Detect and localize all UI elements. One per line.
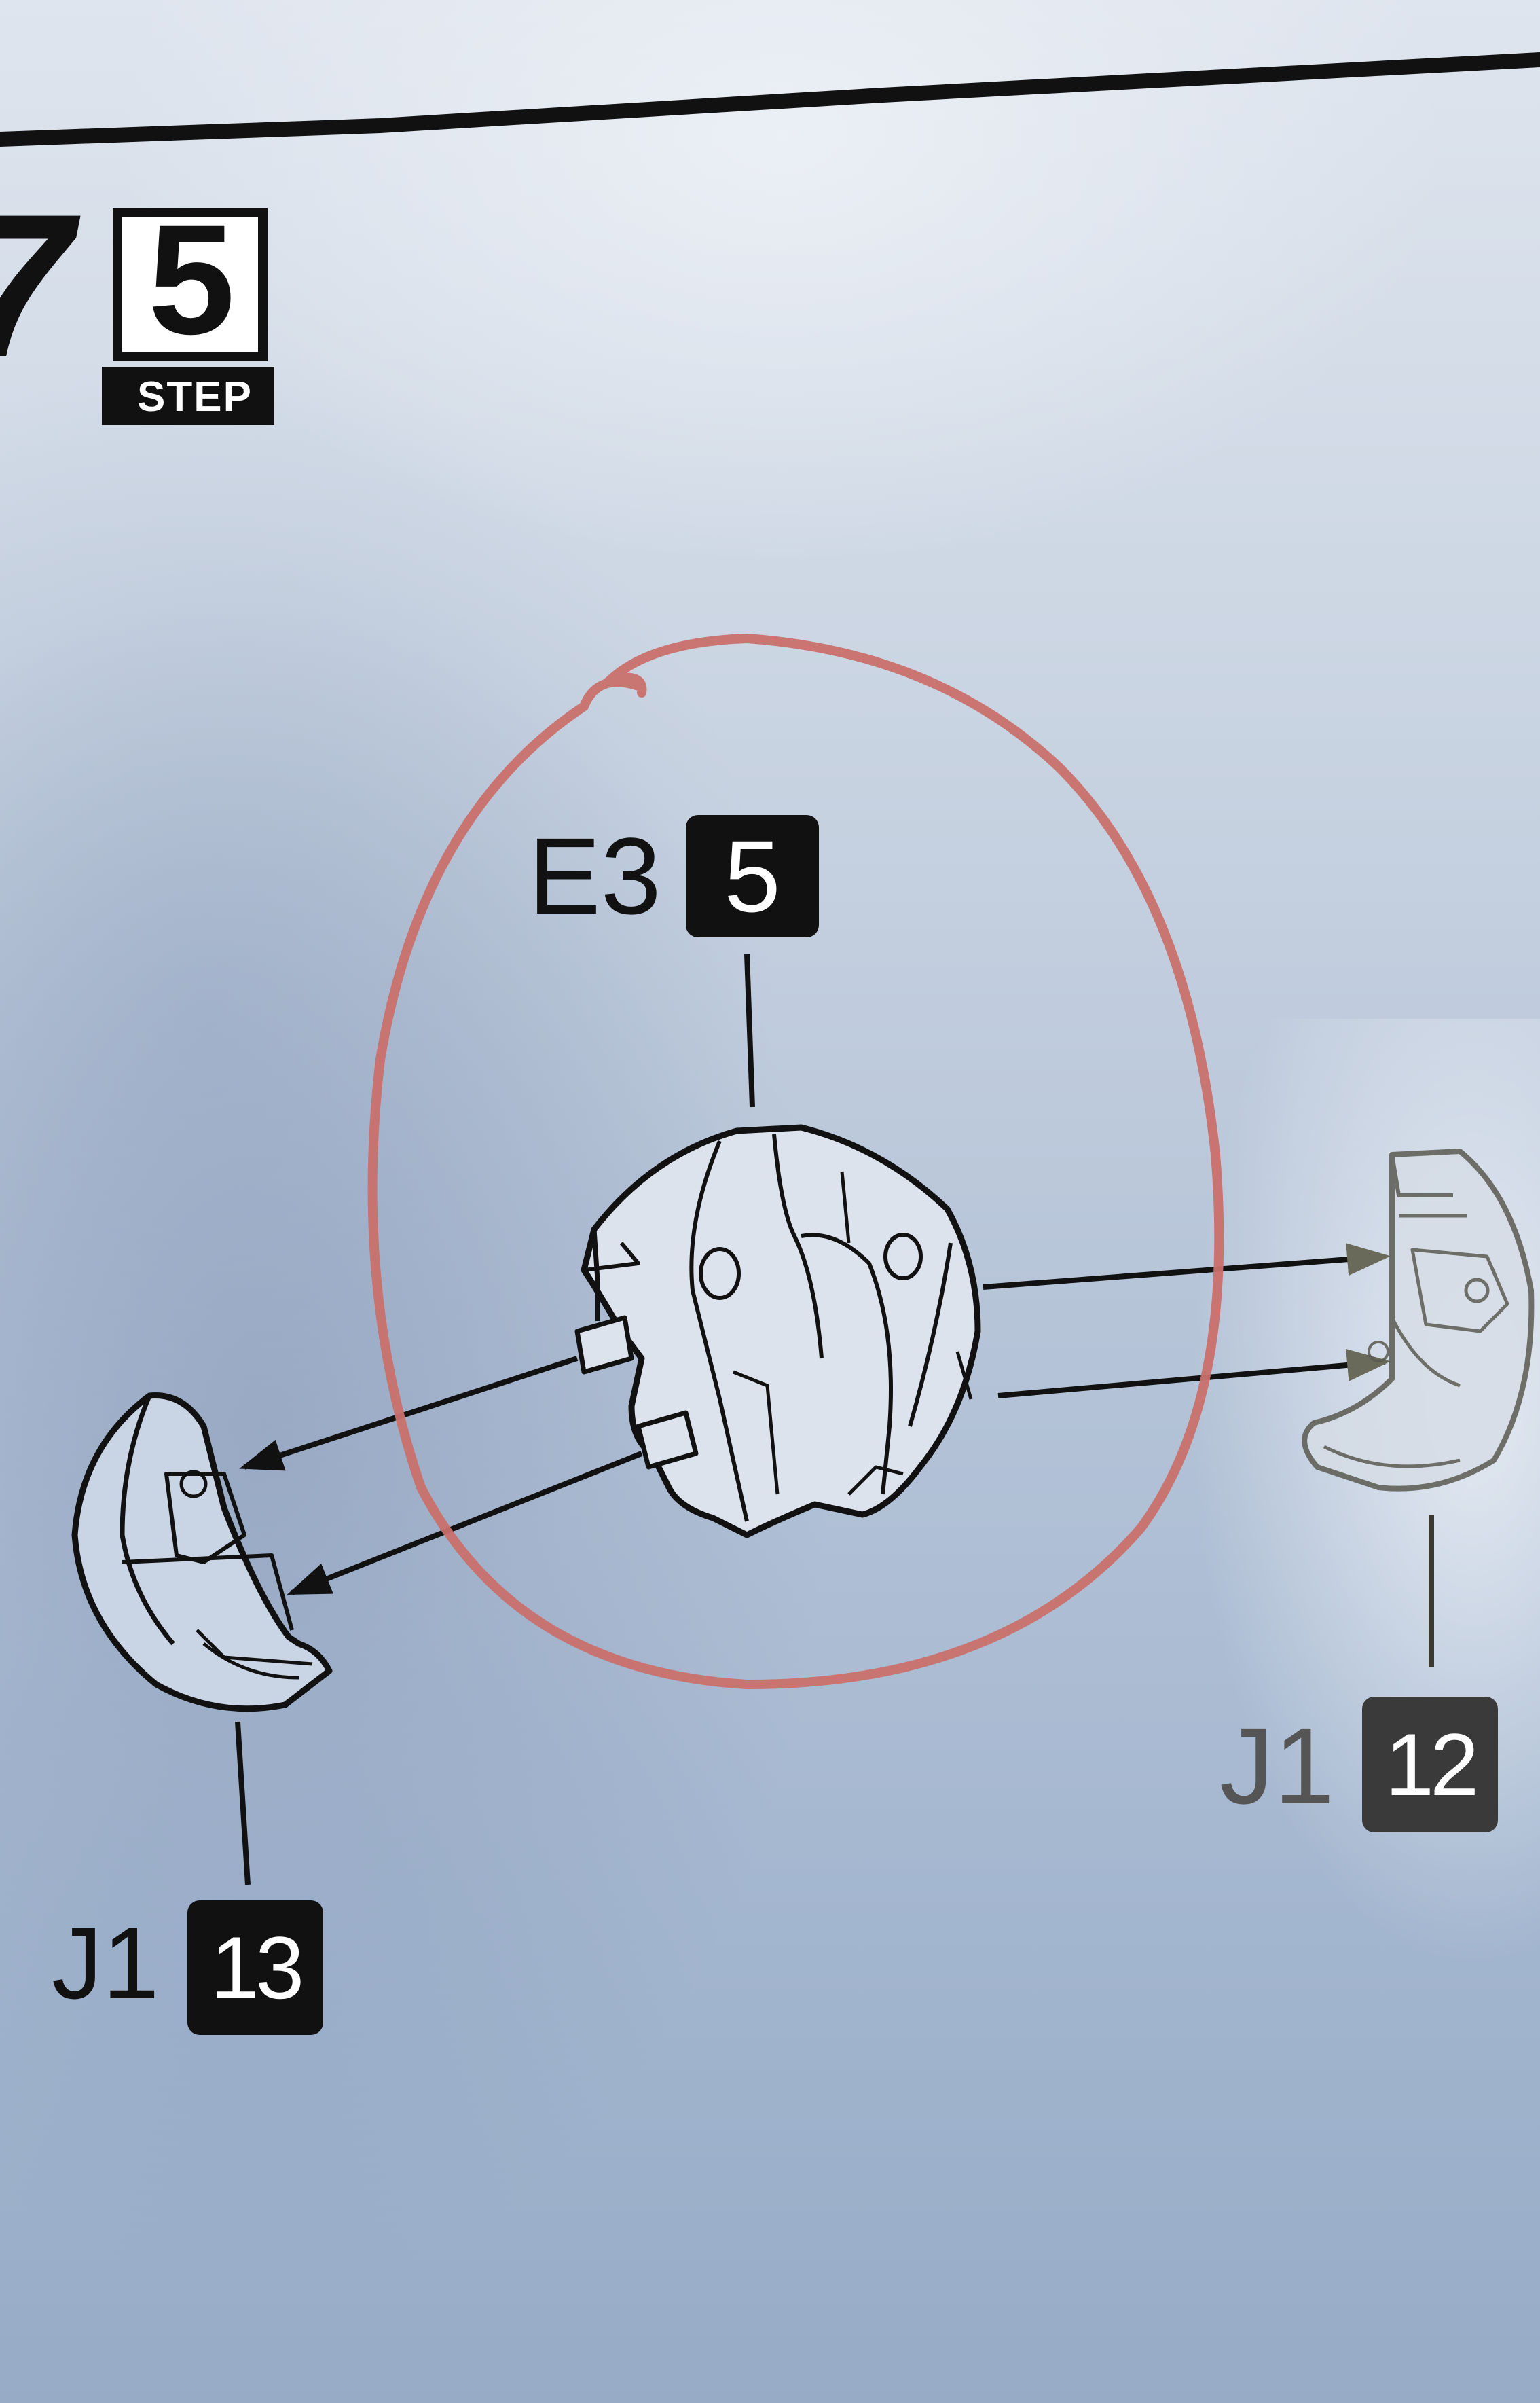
part-e3-number: 5 (686, 815, 819, 937)
arrow-to-j1-13-upper (239, 1356, 579, 1471)
part-j1-12-number: 12 (1362, 1697, 1498, 1832)
page-border-line (0, 52, 1540, 147)
part-j1-13-number: 13 (187, 1900, 323, 2035)
part-e3-code: E3 (528, 815, 661, 937)
step-number-box (113, 208, 268, 361)
e3-leader-line (744, 954, 755, 1108)
step-number: 5 (148, 192, 235, 367)
arrow-to-j1-12-lower (997, 1348, 1391, 1398)
previous-step-digit: 7 (0, 183, 95, 387)
part-j1-13-drawing (71, 1392, 333, 1712)
arrow-to-j1-12-upper (983, 1243, 1391, 1290)
part-j1-13-code: J1 (52, 1906, 160, 2020)
step-label: STEP (137, 374, 253, 420)
annotation-circle (367, 633, 1224, 1690)
arrow-to-j1-13-lower (287, 1451, 643, 1595)
j1-13-leader-line (235, 1721, 251, 1885)
part-e3-drawing (574, 1124, 981, 1538)
step-label-bar (102, 367, 274, 425)
part-j1-12-code: J1 (1220, 1705, 1334, 1826)
part-j1-12-drawing (1302, 1149, 1535, 1492)
